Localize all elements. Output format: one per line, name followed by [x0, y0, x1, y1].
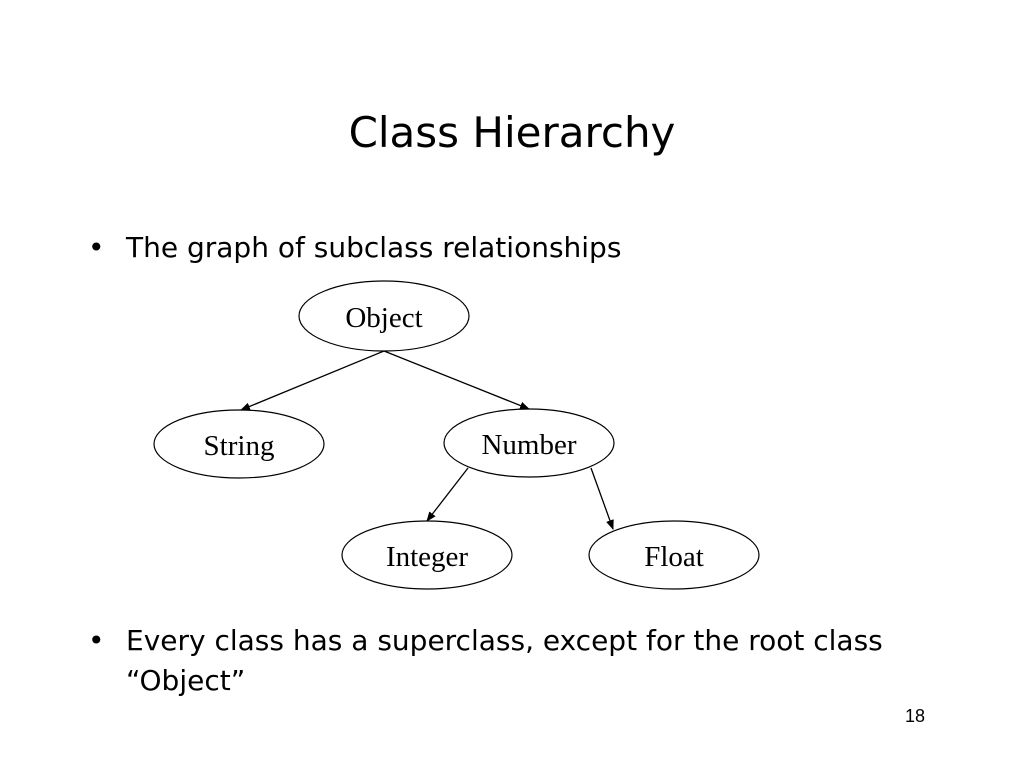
node-label: Float — [644, 541, 704, 573]
node-float: Float — [588, 520, 760, 590]
edge-number-float — [590, 467, 614, 530]
edge-object-string — [240, 350, 385, 411]
node-label: Number — [481, 429, 576, 461]
bullet-item: • Every class has a superclass, except f… — [88, 621, 926, 701]
page-number: 18 — [905, 706, 926, 726]
bullet-text: The graph of subclass relationships — [126, 231, 622, 264]
bullet-dot: • — [88, 624, 105, 657]
slide-title: Class Hierarchy — [348, 108, 676, 157]
edge-object-number — [383, 350, 530, 410]
bullet-dot: • — [88, 231, 105, 264]
node-ellipse — [153, 409, 325, 479]
node-ellipse — [588, 520, 760, 590]
bullet-item: • The graph of subclass relationships — [88, 228, 926, 268]
node-label: Object — [345, 302, 422, 334]
edges — [240, 350, 614, 530]
node-ellipse — [298, 280, 470, 352]
node-ellipse — [443, 408, 615, 478]
node-integer: Integer — [341, 520, 513, 590]
node-string: String — [153, 409, 325, 479]
node-label: Integer — [386, 541, 468, 573]
node-label: String — [204, 430, 275, 462]
edge-number-integer — [426, 467, 469, 522]
node-object: Object — [298, 280, 470, 352]
node-number: Number — [443, 408, 615, 478]
node-ellipse — [341, 520, 513, 590]
bullet-text: Every class has a superclass, except for… — [126, 624, 883, 697]
